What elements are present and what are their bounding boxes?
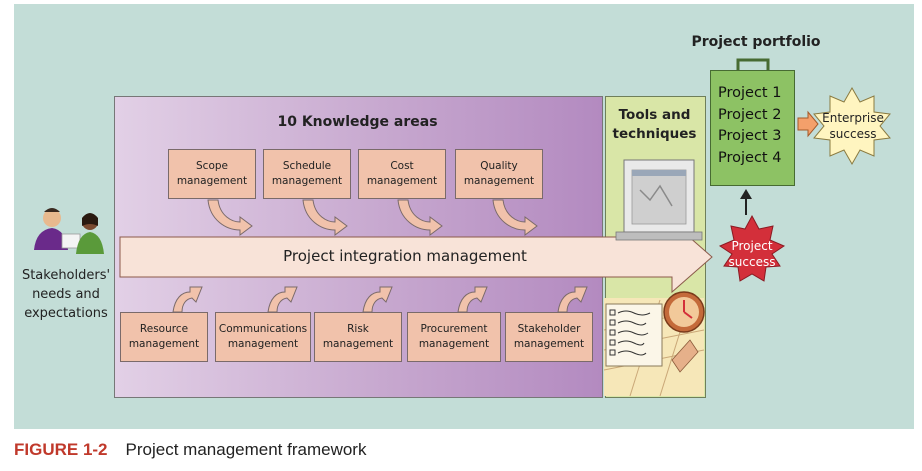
area-label: management: [128, 338, 200, 350]
knowledge-area-procurement: Procurement management: [407, 312, 501, 362]
knowledge-area-scope: Scope management: [168, 149, 256, 199]
stakeholders-label-line: Stakeholders': [21, 268, 111, 283]
curved-arrow-communications: [267, 286, 298, 313]
area-label: Quality: [480, 160, 518, 172]
area-label: management: [418, 338, 490, 350]
figure-number: FIGURE 1-2: [14, 440, 108, 459]
portfolio-case: Project 1 Project 2 Project 3 Project 4: [710, 70, 795, 186]
curved-arrow-cost: [397, 199, 443, 236]
curved-arrow-stakeholder: [557, 286, 588, 313]
area-label: Procurement: [420, 323, 488, 335]
figure-caption: FIGURE 1-2 Project management framework: [14, 440, 366, 460]
area-label: Schedule: [282, 160, 332, 172]
computer-monitor-icon: [615, 159, 703, 241]
area-label: management: [513, 338, 585, 350]
knowledge-areas-title: 10 Knowledge areas: [277, 114, 438, 130]
curved-arrow-quality: [492, 199, 538, 236]
stakeholders-label-line: needs and: [32, 287, 100, 302]
checklist-clock-icon: [603, 291, 705, 397]
project-success-label: Project success: [720, 238, 784, 270]
project-success-line: Project: [731, 239, 773, 253]
project-item: Project 1: [718, 85, 782, 101]
curved-arrow-risk: [362, 286, 393, 313]
enterprise-success-line: Enterprise: [822, 111, 884, 125]
arrow-to-enterprise: [797, 110, 819, 138]
project-success-line: success: [728, 255, 776, 269]
area-label: Resource: [139, 323, 189, 335]
enterprise-success-line: success: [829, 127, 877, 141]
knowledge-area-cost: Cost management: [358, 149, 446, 199]
area-label: Scope: [196, 160, 228, 172]
project-success-burst: [718, 214, 786, 282]
knowledge-area-risk: Risk management: [314, 312, 402, 362]
area-label: Cost: [390, 160, 414, 172]
area-label: management: [366, 175, 438, 187]
area-label: management: [271, 175, 343, 187]
curved-arrow-schedule: [302, 199, 348, 236]
figure-title: Project management framework: [125, 440, 367, 459]
area-label: management: [227, 338, 299, 350]
portfolio-title: Project portfolio: [691, 34, 821, 50]
integration-label: Project integration management: [283, 247, 527, 265]
area-label: management: [463, 175, 535, 187]
tools-title-line: techniques: [612, 126, 697, 142]
enterprise-success-burst: [813, 86, 891, 166]
project-item: Project 3: [718, 128, 782, 144]
area-label: Communications: [218, 323, 308, 335]
area-label: Risk: [347, 323, 369, 335]
project-item: Project 2: [718, 106, 782, 123]
enterprise-success-label: Enterprise success: [818, 110, 888, 142]
knowledge-area-resource: Resource management: [120, 312, 208, 362]
stakeholders-label: Stakeholders' needs and expectations: [20, 266, 112, 323]
area-label: management: [322, 338, 394, 350]
project-item: Project 4: [718, 149, 782, 166]
tools-title-line: Tools and: [618, 107, 691, 123]
stakeholders-icon: [34, 208, 104, 254]
tools-techniques-title: Tools and techniques: [605, 106, 704, 144]
area-label: management: [176, 175, 248, 187]
knowledge-area-quality: Quality management: [455, 149, 543, 199]
knowledge-area-communications: Communications management: [215, 312, 311, 362]
knowledge-area-schedule: Schedule management: [263, 149, 351, 199]
stakeholders-label-line: expectations: [24, 306, 108, 321]
knowledge-area-stakeholder: Stakeholder management: [505, 312, 593, 362]
curved-arrow-resource: [172, 286, 203, 313]
curved-arrow-scope: [207, 199, 253, 236]
area-label: Stakeholder: [517, 323, 581, 335]
curved-arrow-procurement: [457, 286, 488, 313]
